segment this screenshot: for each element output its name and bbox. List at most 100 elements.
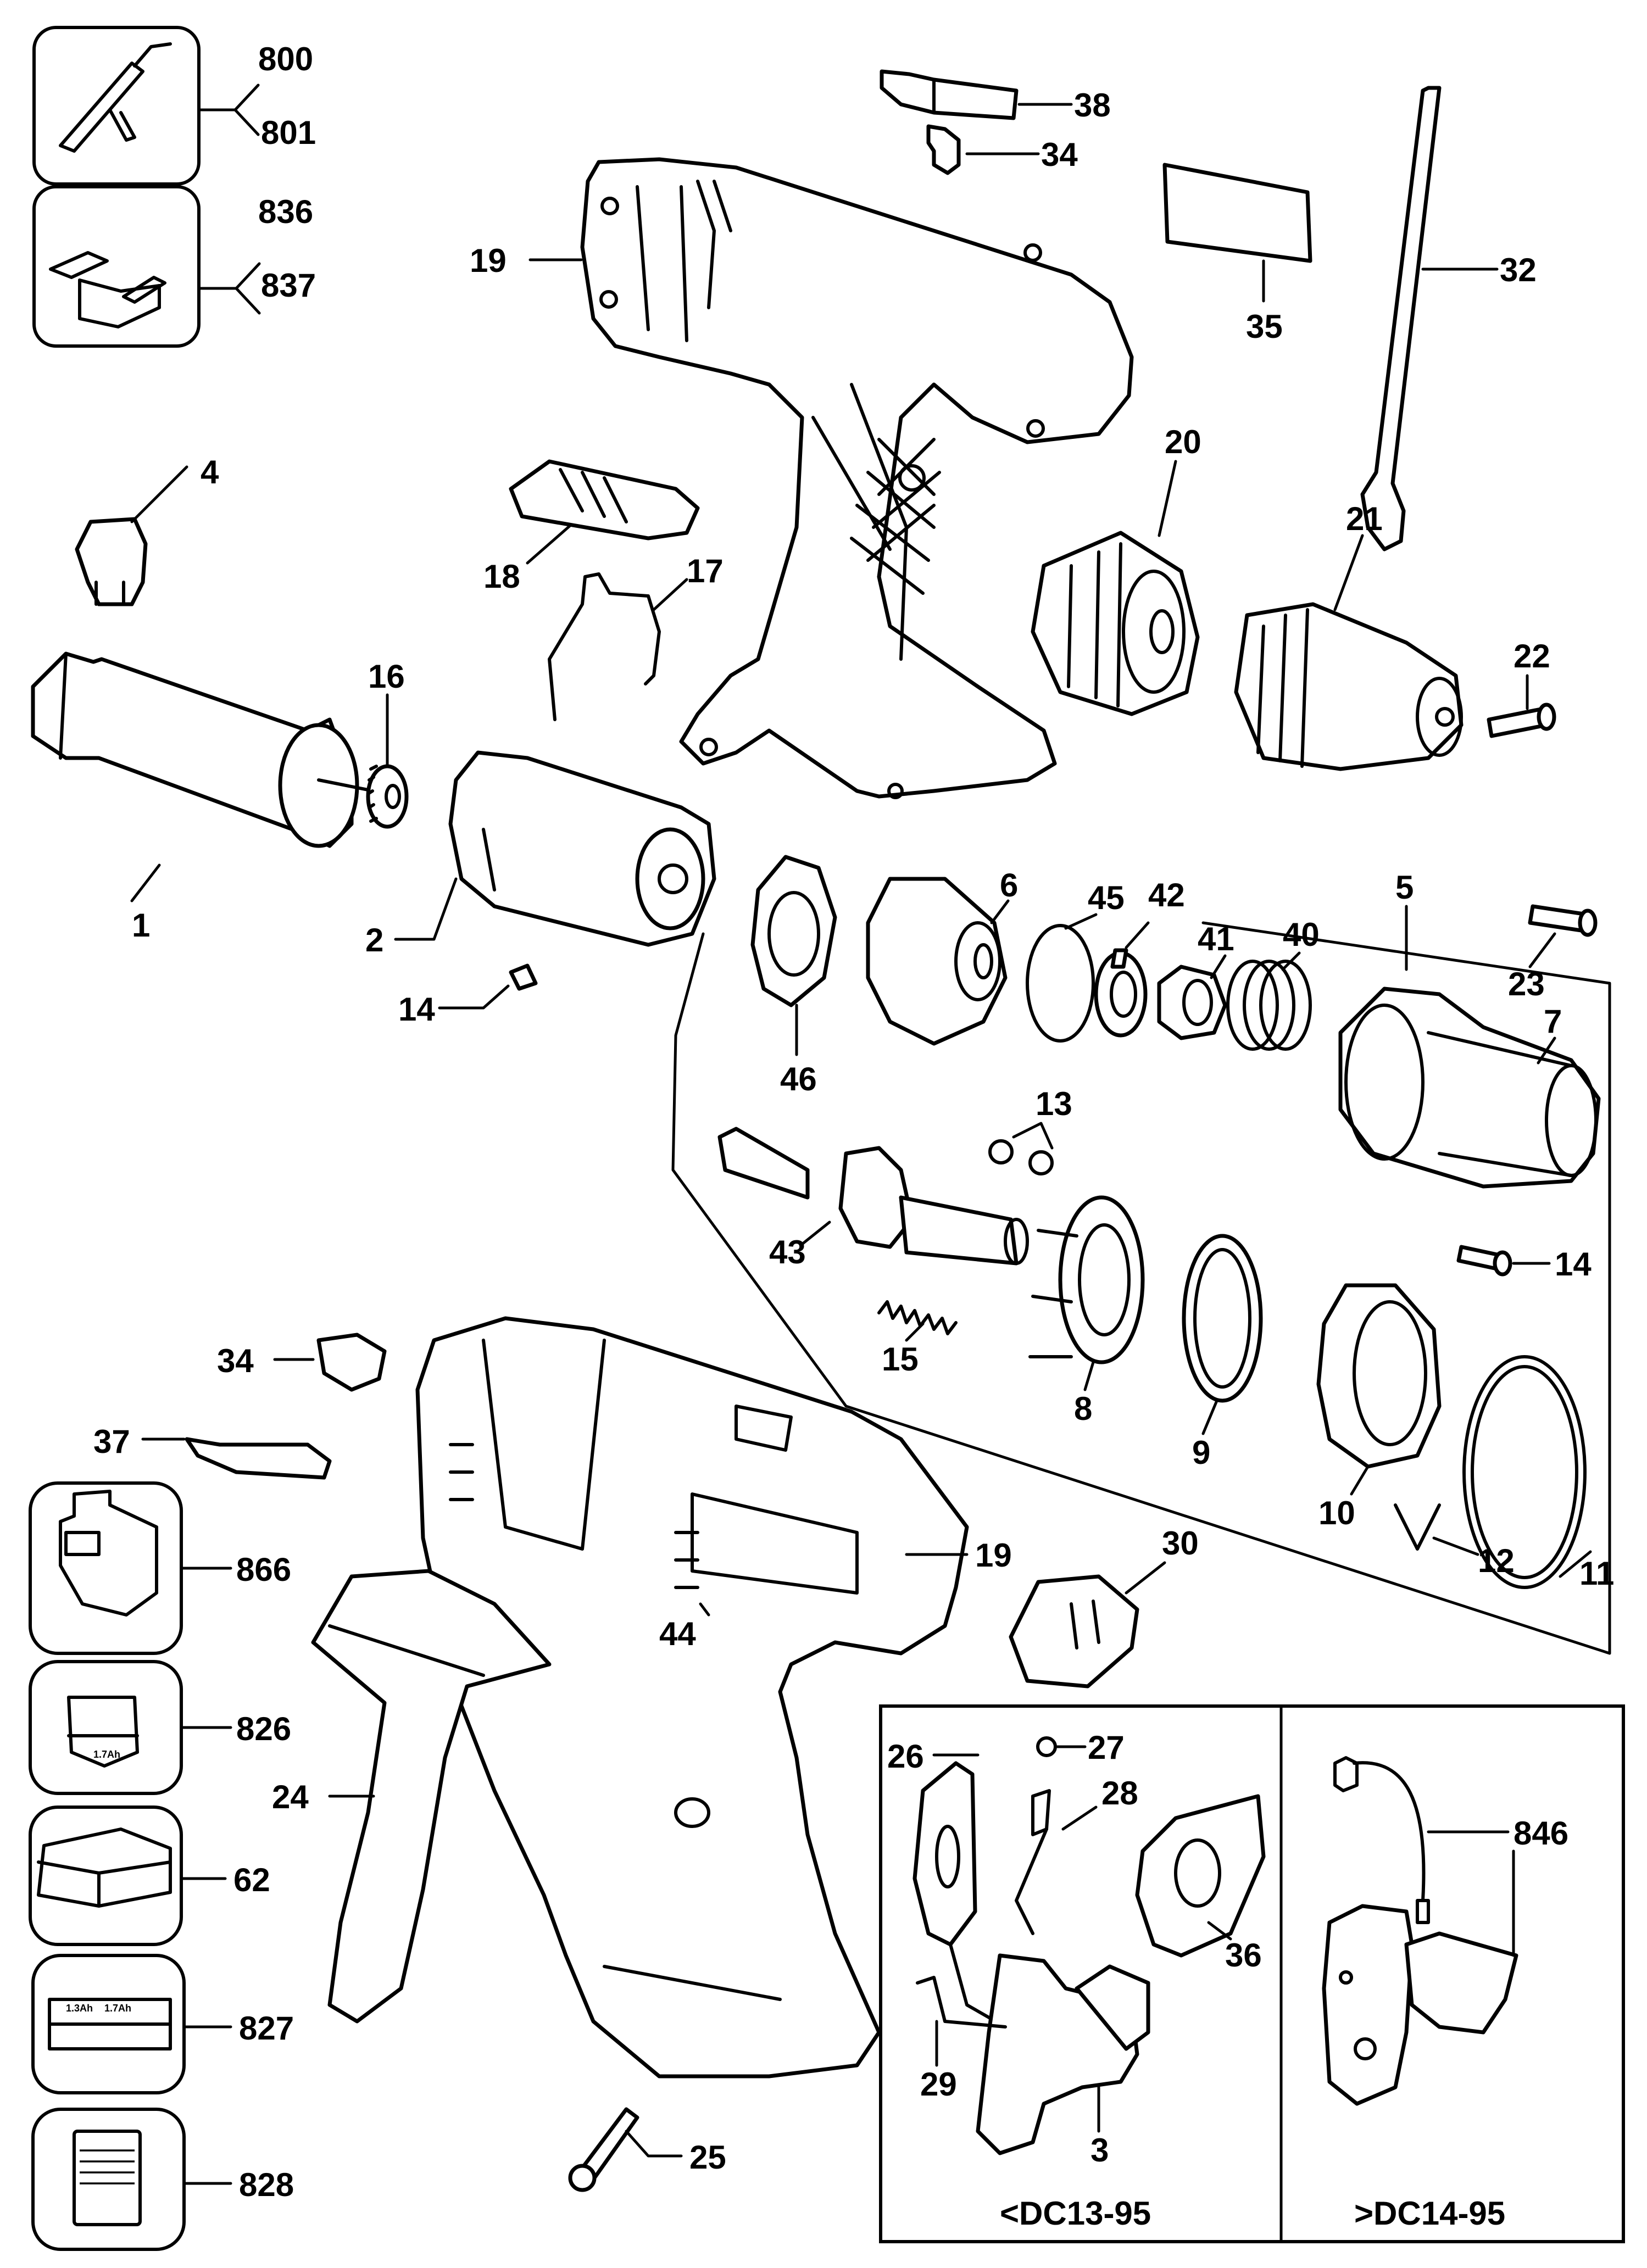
label-827: 827 <box>239 2010 294 2047</box>
accessory-62: 62 <box>29 1806 270 1946</box>
nut-27 <box>1036 1736 1057 1757</box>
label-837: 837 <box>261 267 316 304</box>
label-19-lower: 19 <box>975 1537 1012 1574</box>
label-1: 1 <box>132 907 150 944</box>
mode-selector-42 <box>1094 948 1148 1038</box>
capacity-text-827-2: 1.7Ah <box>104 2003 131 2014</box>
charger-icon <box>37 1827 172 1908</box>
label-29: 29 <box>920 2066 957 2103</box>
label-11: 11 <box>1579 1555 1614 1592</box>
label-10: 10 <box>1318 1495 1355 1531</box>
ring-gear-10 <box>1316 1283 1442 1469</box>
label-17: 17 <box>687 553 724 589</box>
pinion-gear-16 <box>366 764 409 829</box>
label-8: 8 <box>1074 1390 1092 1427</box>
ring-gear-housing-6 <box>866 877 1008 1046</box>
label-37: 37 <box>93 1423 130 1460</box>
label-23: 23 <box>1508 966 1545 1002</box>
capacity-text-827-1: 1.3Ah <box>66 2003 93 2014</box>
needle-bearing-9 <box>1182 1234 1263 1403</box>
switch-assembly-early <box>912 1761 1150 2155</box>
label-22: 22 <box>1514 638 1550 675</box>
bit-clip-34-upper <box>926 124 961 175</box>
label-26: 26 <box>887 1738 924 1775</box>
label-43: 43 <box>769 1234 806 1270</box>
steel-balls-13 <box>988 1139 1054 1175</box>
accessory-827: 1.3Ah 1.7Ah 827 <box>31 1954 294 2094</box>
subassembly-5-outline <box>671 921 1611 1655</box>
label-5: 5 <box>1395 869 1414 906</box>
label-27: 27 <box>1088 1729 1125 1766</box>
soldering-tool-icon <box>59 42 172 153</box>
capacity-text-826: 1.7Ah <box>93 1749 120 1760</box>
label-14-right: 14 <box>1555 1246 1592 1283</box>
motor-1 <box>31 651 375 848</box>
label-18: 18 <box>483 558 520 595</box>
label-41: 41 <box>1198 921 1234 957</box>
label-62: 62 <box>233 1862 270 1898</box>
keyless-chuck-21 <box>1234 602 1464 771</box>
rating-plate-icon <box>73 2130 142 2226</box>
direction-switch-18 <box>509 459 700 540</box>
wrench-32 <box>1360 86 1442 551</box>
label-15: 15 <box>882 1341 919 1378</box>
retaining-ring-11 <box>1462 1355 1587 1589</box>
wire-pin-12 <box>1394 1503 1441 1551</box>
gear-case-7 <box>1338 987 1601 1189</box>
label-828: 828 <box>239 2166 294 2203</box>
accessory-828: 828 <box>31 2108 294 2251</box>
label-6: 6 <box>1000 867 1018 904</box>
switch-assembly-late <box>1322 1756 1518 2106</box>
label-44: 44 <box>659 1615 696 1652</box>
label-801: 801 <box>261 114 316 151</box>
label-866: 866 <box>236 1551 291 1588</box>
label-34-lower: 34 <box>217 1342 254 1379</box>
label-14-left: 14 <box>398 991 435 1028</box>
label-19-upper: 19 <box>470 242 507 279</box>
label-7: 7 <box>1544 1003 1562 1040</box>
label-826: 826 <box>236 1710 291 1747</box>
chuck-screw-22 <box>1487 703 1556 738</box>
label-3: 3 <box>1090 2132 1109 2169</box>
label-836: 836 <box>258 193 313 230</box>
screwdriver-bit-37 <box>185 1437 332 1480</box>
battery-pack-icon <box>59 1490 158 1617</box>
brush-holder-4 <box>75 517 148 606</box>
screwdriver-bit-38 <box>880 69 1019 120</box>
speed-control-plate-36 <box>1135 1794 1266 1958</box>
label-12: 12 <box>1478 1542 1515 1579</box>
label-9: 9 <box>1192 1434 1210 1471</box>
label-800: 800 <box>258 41 313 77</box>
snap-ring-45 <box>1026 924 1095 1043</box>
switch-button-30 <box>1009 1574 1139 1689</box>
caption-dc13-95: <DC13-95 <box>1000 2195 1151 2232</box>
housing-half-lower <box>415 1316 969 2078</box>
clutch-plate-46 <box>750 855 837 1007</box>
chuck-sleeve-20 <box>1031 531 1200 716</box>
screw-25 <box>568 2107 639 2192</box>
accessory-866: 866 <box>29 1481 291 1655</box>
label-13: 13 <box>1036 1085 1072 1122</box>
label-30: 30 <box>1162 1525 1199 1562</box>
screw-14-right <box>1456 1245 1512 1277</box>
tool-case-icon <box>49 251 166 328</box>
caption-dc14-95: >DC14-95 <box>1354 2195 1505 2232</box>
label-28: 28 <box>1101 1775 1138 1812</box>
clutch-springs-40 <box>1226 960 1312 1051</box>
label-plate-35 <box>1162 163 1312 263</box>
clutch-cam-41 <box>1157 965 1227 1040</box>
planet-carrier-8 <box>1028 1195 1145 1364</box>
accessory-800-801: 800 801 <box>32 26 316 186</box>
label-21: 21 <box>1346 500 1383 537</box>
screw-23 <box>1528 904 1598 937</box>
spindle-43 <box>717 1127 1029 1266</box>
label-38: 38 <box>1074 87 1111 124</box>
label-36: 36 <box>1225 1937 1262 1974</box>
label-34-upper: 34 <box>1041 136 1078 173</box>
label-32: 32 <box>1500 252 1537 288</box>
label-2: 2 <box>365 922 383 959</box>
battery-label-icon: 1.7Ah <box>67 1696 139 1768</box>
label-24: 24 <box>272 1779 309 1815</box>
spring-15 <box>877 1300 958 1335</box>
